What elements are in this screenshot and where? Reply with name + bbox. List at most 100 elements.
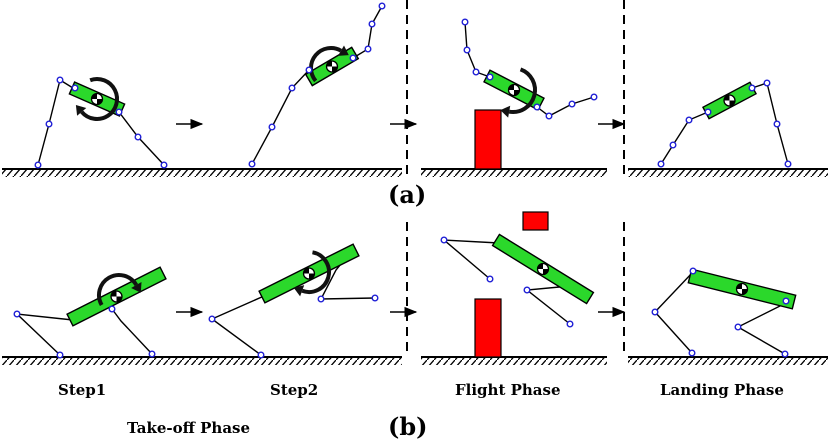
joint-icon [545,112,553,120]
joint-icon [748,84,756,92]
com-quadrant-icon [724,95,735,106]
rotation-arrow-icon [309,46,342,83]
robot-leg [525,285,571,325]
joint-icon [651,308,659,316]
joint-icon [461,18,469,26]
robot-leg [654,271,694,354]
ground-hatch [204,169,402,177]
obstacle-layer [474,109,549,358]
joint-icon [108,305,116,313]
joint-icon [349,54,357,62]
row-b-label: (b) [388,412,428,441]
joint-icon [463,46,471,54]
com-quadrant-icon [303,268,315,279]
robot-leg [251,69,310,165]
ground-hatch [2,169,205,177]
joint-icon [669,141,677,149]
joint-icon [763,79,771,87]
com-quadrant-icon [326,61,338,72]
robot-leg [118,111,165,166]
robot-a-flight [461,18,598,120]
rotation-arrow-icon [80,77,119,121]
joint-icon [56,351,64,359]
joint-icon [440,236,448,244]
ground-hatch [204,357,402,365]
robot-leg [736,302,787,355]
robot-leg [660,111,709,165]
robot-a-landing [657,79,792,168]
robot-a-takeoff-extend [248,2,386,168]
rotation-arrow-icon [97,273,139,306]
takeoff-phase-label: Take-off Phase [127,419,251,437]
robot-leg [751,82,789,165]
joint-icon [317,295,325,303]
joint-icon [590,93,598,101]
com-quadrant-icon [508,84,520,96]
joint-icon [13,310,21,318]
obstacle-block [474,298,502,358]
joint-icon [486,275,494,283]
step1-label: Step1 [58,381,107,399]
robot-leg [464,21,491,78]
com-quadrant-icon [91,93,103,105]
joint-icon [523,286,531,294]
step2-label: Step2 [270,381,319,399]
joint-icon [368,20,376,28]
com-quadrant-icon [111,291,122,302]
joint-icon [704,108,712,116]
row-a-label: (a) [388,180,427,209]
joint-icon [784,160,792,168]
joint-icon [34,161,42,169]
robot-leg [352,5,383,59]
robot-b-step2 [208,243,379,359]
joint-icon [533,103,541,111]
joint-icon [472,68,480,76]
joint-icon [781,350,789,358]
ground-hatch [421,169,607,177]
joint-icon [378,2,386,10]
ground-hatch [2,357,205,365]
joint-icon [134,133,142,141]
rotation-arrowhead-icon [293,285,305,297]
rotation-arrow-icon [301,250,331,294]
joint-icon [71,84,79,92]
robot-leg [111,308,153,355]
ground-hatch [628,357,828,365]
joint-icon [486,73,494,81]
joint-icon [685,116,693,124]
joint-icon [371,294,379,302]
joint-icon [268,123,276,131]
robot-leg [536,96,595,117]
robot-a-takeoff-crouch [34,76,168,169]
joint-icon [734,323,742,331]
ground-hatch [628,169,828,177]
joint-icon [568,100,576,108]
rotation-arrowhead-icon [500,105,511,118]
joint-icon [115,108,123,116]
joint-icon [56,76,64,84]
robot-layer [13,2,797,359]
joint-icon [305,66,313,74]
robot-b-step1 [13,266,167,359]
joint-icon [688,349,696,357]
obstacle-block [474,109,502,170]
flight-phase-label: Flight Phase [455,381,561,399]
joint-icon [566,320,574,328]
rotation-arrowhead-icon [338,45,349,56]
robot-leg [441,239,500,280]
joint-icon [773,120,781,128]
joint-icon [248,160,256,168]
joint-icon [689,267,697,275]
rotation-arrowhead-icon [131,282,142,293]
joint-icon [257,351,265,359]
rotation-arrowhead-icon [75,104,87,116]
joint-icon [160,161,168,169]
ground-layer [2,0,828,365]
com-quadrant-icon [736,283,748,295]
joint-icon [782,297,790,305]
joint-icon [657,160,665,168]
joint-icon [364,45,372,53]
landing-phase-label: Landing Phase [660,381,784,399]
